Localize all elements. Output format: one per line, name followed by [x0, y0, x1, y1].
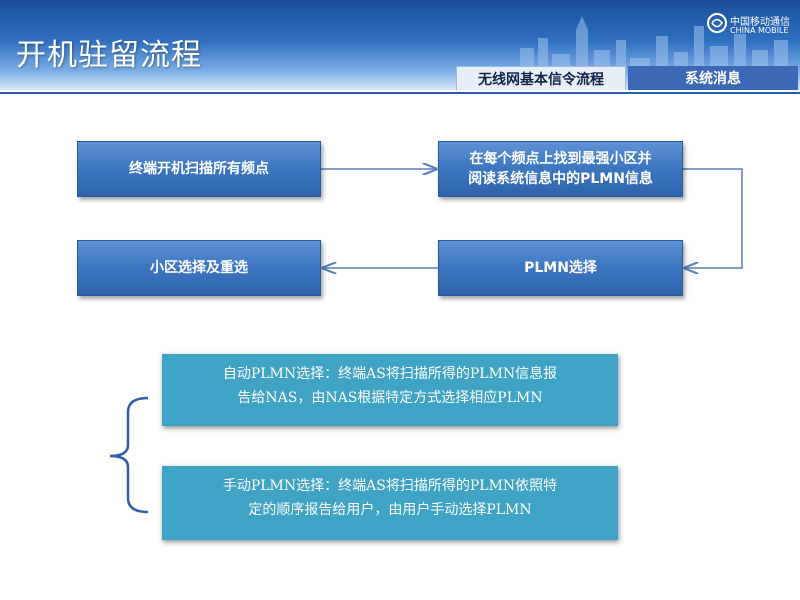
logo-text-en: CHINA MOBILE [730, 26, 789, 35]
note-manual-line1: 手动PLMN选择：终端AS将扫描所得的PLMN依照特 [222, 478, 558, 494]
china-mobile-logo-icon [707, 13, 727, 33]
flow-box-plmn-selection: PLMN选择 [438, 240, 683, 296]
note-auto-plmn-selection: 自动PLMN选择：终端AS将扫描所得的PLMN信息报 告给NAS，由NAS根据特… [162, 354, 618, 426]
note-auto-line1: 自动PLMN选择：终端AS将扫描所得的PLMN信息报 [222, 366, 558, 382]
note-auto-line2: 告给NAS，由NAS根据特定方式选择相应PLMN [237, 390, 543, 406]
tab-system-messages[interactable]: 系统消息 [628, 66, 798, 90]
flow-box-scan-frequencies: 终端开机扫描所有频点 [77, 141, 321, 197]
slide-header: 开机驻留流程 中国移动通信 CHINA MOBILE 无线网基本信令流程 系统消… [0, 0, 800, 90]
section-tab-bar: 无线网基本信令流程 系统消息 [456, 66, 798, 90]
note-manual-plmn-selection: 手动PLMN选择：终端AS将扫描所得的PLMN依照特 定的顺序报告给用户，由用户… [162, 466, 618, 540]
note-manual-line2: 定的顺序报告给用户，由用户手动选择PLMN [248, 502, 532, 518]
tab-basic-signaling[interactable]: 无线网基本信令流程 [456, 66, 626, 90]
slide-title: 开机驻留流程 [16, 38, 202, 73]
flow-box-find-line1: 在每个频点上找到最强小区并 [469, 151, 652, 167]
flow-box-cell-selection: 小区选择及重选 [77, 240, 321, 296]
arrow-step2-to-step3 [683, 168, 743, 268]
flow-box-find-line2: 阅读系统信息中的PLMN信息 [468, 171, 653, 187]
flow-box-find-strongest-cell: 在每个频点上找到最强小区并 阅读系统信息中的PLMN信息 [438, 141, 683, 197]
curly-brace [109, 396, 149, 514]
flow-box-plmn-label: PLMN选择 [524, 260, 597, 276]
header-divider [0, 92, 800, 94]
logo-text-cn: 中国移动通信 [730, 17, 790, 28]
flow-box-cell-label: 小区选择及重选 [150, 260, 248, 276]
china-mobile-logo: 中国移动通信 CHINA MOBILE [706, 12, 796, 40]
flow-box-scan-label: 终端开机扫描所有频点 [129, 161, 269, 177]
